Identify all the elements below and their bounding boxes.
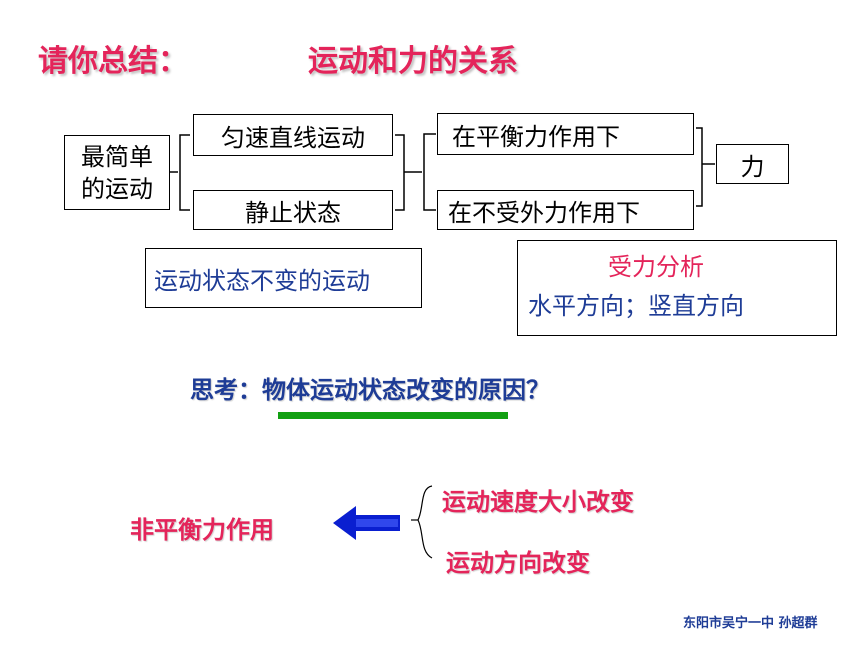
force-analysis-title: 受力分析	[608, 253, 704, 281]
motion-state-unchanged-box: 运动状态不变的运动	[145, 248, 422, 308]
page-title: 运动和力的关系	[308, 44, 518, 79]
simplest-motion-box: 最简单 的运动	[64, 135, 170, 210]
uniform-linear-motion-box: 匀速直线运动	[193, 114, 393, 156]
force-analysis-box: 受力分析 水平方向；竖直方向	[517, 240, 837, 336]
arrow-left-icon	[333, 506, 400, 540]
curly-brace	[417, 485, 433, 559]
balanced-forces-box: 在平衡力作用下	[437, 113, 694, 155]
simplest-motion-line2: 的运动	[81, 174, 153, 203]
footer-credit: 东阳市吴宁一中 孙超群	[683, 616, 818, 631]
direction-change-label: 运动方向改变	[446, 549, 590, 577]
no-external-force-box: 在不受外力作用下	[437, 190, 694, 230]
thinking-question: 思考：物体运动状态改变的原因？	[190, 376, 550, 404]
force-analysis-body: 水平方向；竖直方向	[528, 292, 744, 320]
unbalanced-force-label: 非平衡力作用	[130, 516, 274, 544]
summary-prompt: 请你总结：	[38, 44, 188, 79]
force-box: 力	[716, 144, 789, 184]
speed-change-label: 运动速度大小改变	[442, 488, 634, 516]
simplest-motion-line1: 最简单	[81, 142, 153, 171]
at-rest-box: 静止状态	[193, 190, 393, 230]
question-underline	[278, 412, 508, 419]
